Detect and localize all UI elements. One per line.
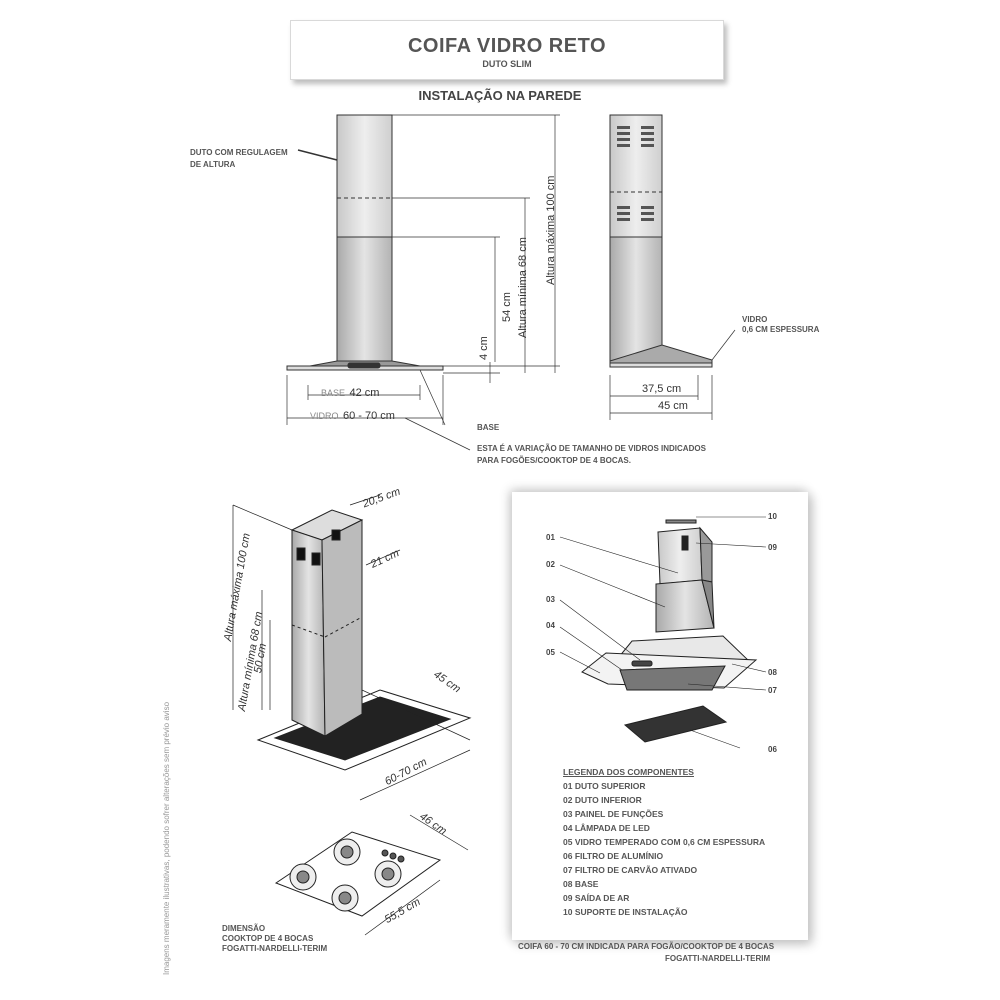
dim-45-side: 45 cm [658, 400, 688, 412]
part-number-01: 01 [546, 533, 555, 542]
base-callout: BASE [477, 423, 500, 432]
legend-item: 07 FILTRO DE CARVÃO ATIVADO [563, 865, 698, 875]
glass-value: 60 - 70 cm [342, 410, 395, 422]
cooktop-caption-line1: DIMENSÃO [222, 924, 266, 933]
dim-37-5: 37,5 cm [642, 383, 682, 395]
footer-note-line1: COIFA 60 - 70 CM INDICADA PARA FOGÃO/COO… [518, 942, 775, 951]
title-box: COIFA VIDRO RETO DUTO SLIM [290, 20, 724, 80]
base-prefix: BASE [321, 388, 346, 398]
cooktop-caption: DIMENSÃO COOKTOP DE 4 BOCAS FOGATTI-NARD… [222, 924, 327, 954]
legend-item: 01 DUTO SUPERIOR [563, 781, 646, 791]
legend-item: 05 VIDRO TEMPERADO COM 0,6 CM ESPESSURA [563, 837, 766, 847]
part-number-06: 06 [768, 745, 777, 754]
section-title: INSTALAÇÃO NA PAREDE [418, 88, 582, 103]
isometric-view [232, 494, 472, 801]
part-number-04: 04 [546, 621, 555, 630]
part-number-08: 08 [768, 668, 777, 677]
legend-title: LEGENDA DOS COMPONENTES [563, 767, 694, 777]
legend-item: 10 SUPORTE DE INSTALAÇÃO [563, 907, 688, 917]
duct-label-line2: DE ALTURA [190, 160, 236, 169]
part-number-02: 02 [546, 560, 555, 569]
cooktop-caption-line2: COOKTOP DE 4 BOCAS [222, 934, 314, 943]
cooktop-drawing [274, 814, 469, 936]
duct-label-line1: DUTO COM REGULAGEM [190, 148, 288, 157]
page-subtitle: DUTO SLIM [482, 59, 532, 69]
disclaimer: Imagens meramente ilustrativas, podendo … [162, 701, 171, 975]
part-number-09: 09 [768, 543, 777, 552]
duct-label: DUTO COM REGULAGEM DE ALTURA [190, 147, 288, 171]
cooktop-caption-line3: FOGATTI-NARDELLI-TERIM [222, 944, 328, 953]
legend-item: 06 FILTRO DE ALUMÍNIO [563, 851, 664, 861]
variation-note-line1: ESTA É A VARIAÇÃO DE TAMANHO DE VIDROS I… [477, 444, 706, 453]
footer-note-line2: FOGATTI-NARDELLI-TERIM [665, 954, 771, 963]
glass-label: VIDRO 0,6 CM ESPESSURA [742, 315, 819, 334]
base-dim: BASE 42 cm [321, 383, 379, 401]
glass-prefix: VIDRO [310, 411, 339, 421]
glass-dim: VIDRO 60 - 70 cm [310, 406, 395, 424]
part-number-07: 07 [768, 686, 777, 695]
legend-item: 03 PAINEL DE FUNÇÕES [563, 809, 664, 819]
variation-note: ESTA É A VARIAÇÃO DE TAMANHO DE VIDROS I… [477, 443, 706, 467]
legend-item: 04 LÂMPADA DE LED [563, 823, 650, 833]
front-view [286, 114, 560, 451]
page-title: COIFA VIDRO RETO [407, 35, 607, 57]
glass-label-line1: VIDRO [742, 315, 768, 324]
part-number-03: 03 [546, 595, 555, 604]
legend-item: 08 BASE [563, 879, 599, 889]
part-number-05: 05 [546, 648, 555, 657]
glass-label-line2: 0,6 CM ESPESSURA [742, 324, 820, 334]
part-number-10: 10 [768, 512, 777, 521]
variation-note-line2: PARA FOGÕES/COOKTOP DE 4 BOCAS. [477, 456, 631, 465]
side-view [609, 114, 736, 420]
base-value: 42 cm [349, 387, 380, 399]
legend-item: 09 SAÍDA DE AR [563, 893, 630, 903]
legend-item: 02 DUTO INFERIOR [563, 795, 642, 805]
